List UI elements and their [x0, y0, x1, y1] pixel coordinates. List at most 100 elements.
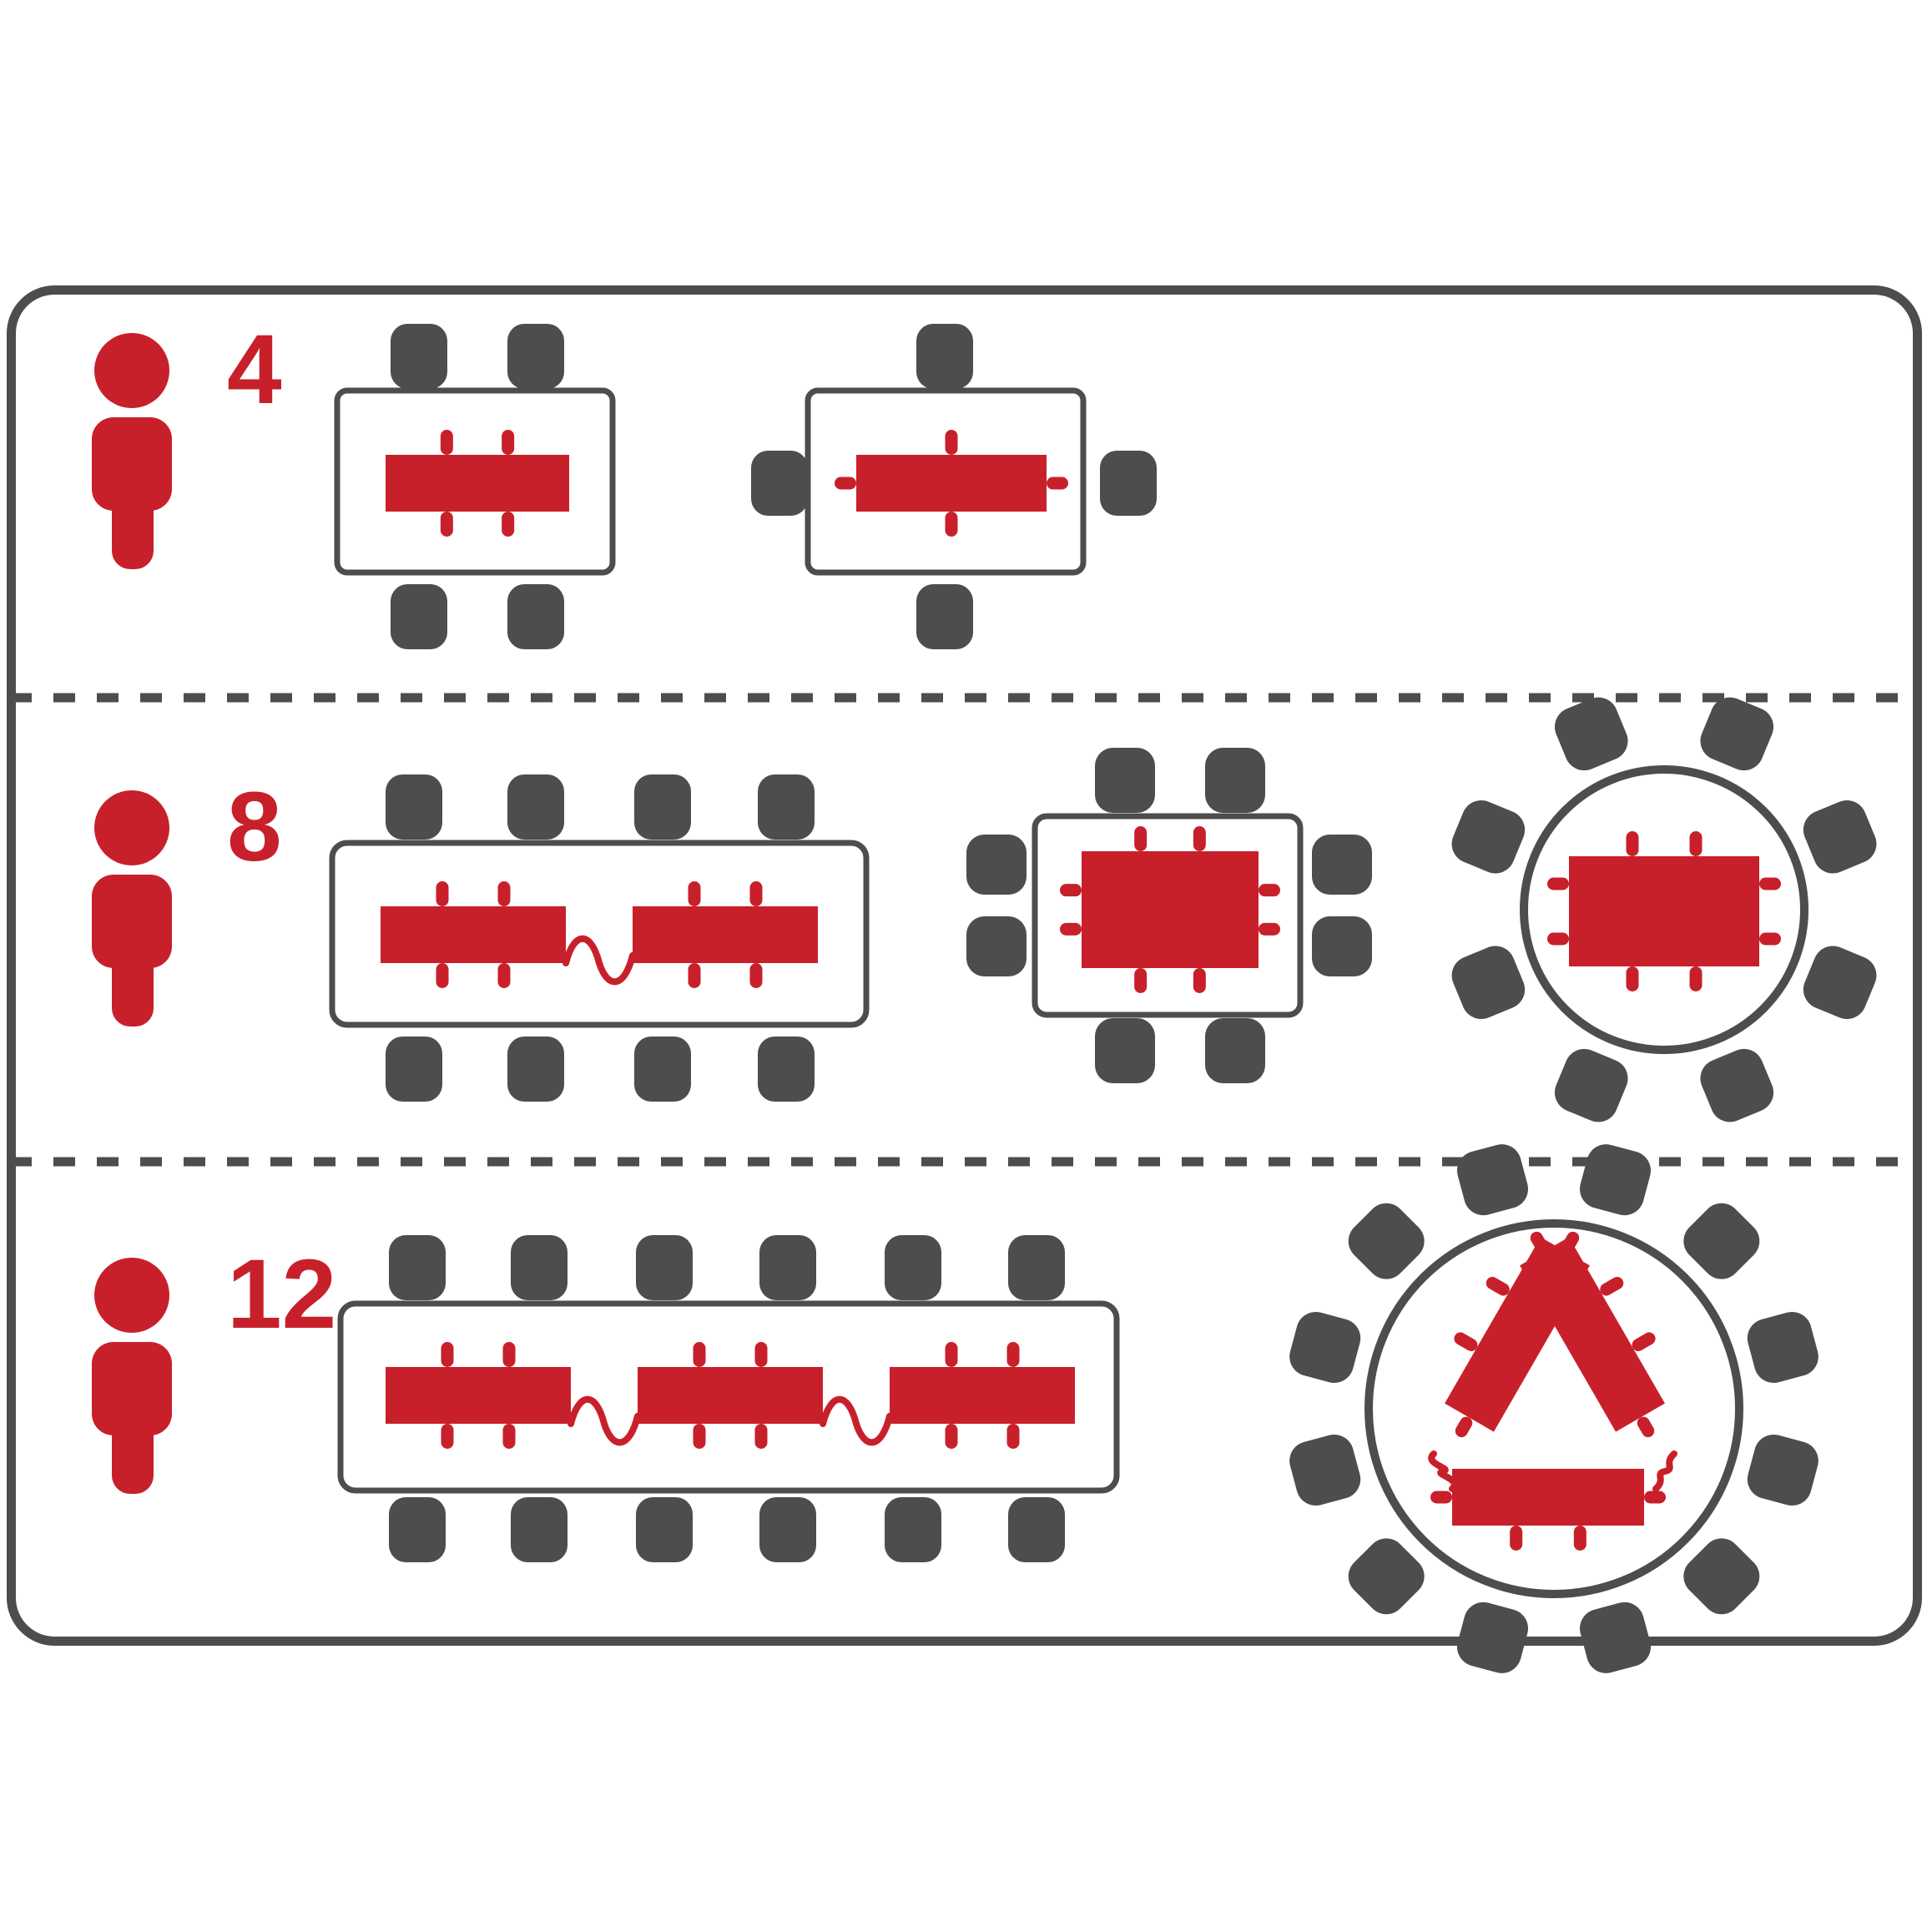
capacity-count-label: 12	[227, 1239, 336, 1349]
table-surface	[1452, 1469, 1644, 1526]
chair-ring-seat	[1456, 1144, 1529, 1216]
person-icon	[92, 790, 172, 1027]
table-peg	[441, 1424, 454, 1449]
table-surface	[1082, 851, 1259, 968]
chair	[634, 1037, 691, 1102]
table-peg	[754, 1342, 768, 1367]
table-unit	[1430, 1469, 1666, 1551]
chair-ring-seat	[1554, 697, 1628, 771]
table-peg	[1259, 884, 1280, 897]
chair-ring-seat	[1700, 1048, 1774, 1122]
chair	[1205, 1018, 1265, 1083]
table-peg	[497, 963, 511, 988]
chair	[634, 774, 691, 840]
chair-ring-seat	[1683, 1538, 1760, 1615]
rectangular-table-4-seats-all-sides	[751, 324, 1157, 649]
table-peg	[945, 1342, 958, 1367]
chair-ring-seat	[1683, 1203, 1760, 1279]
chair	[759, 1235, 816, 1300]
table-surface	[1520, 1237, 1665, 1432]
table-peg	[441, 1342, 454, 1367]
table-peg	[1547, 877, 1569, 890]
table-peg	[1547, 932, 1569, 946]
table-unit	[1547, 831, 1781, 911]
table-unit	[386, 430, 569, 537]
table-unit	[890, 1342, 1075, 1449]
rectangular-table-4-seats-long-sides	[334, 324, 616, 649]
table-unit	[381, 881, 566, 988]
chair	[391, 324, 447, 389]
table-surface	[1569, 856, 1759, 911]
table-peg	[1573, 1526, 1586, 1551]
chair-ring-seat	[1451, 800, 1526, 874]
chair	[758, 774, 815, 840]
chair-ring-seat	[1451, 946, 1526, 1020]
table-peg	[749, 963, 763, 988]
table-surface	[890, 1367, 1075, 1424]
table-peg	[1626, 831, 1639, 856]
chair	[391, 584, 447, 649]
chair	[885, 1497, 941, 1562]
table-peg	[1430, 1491, 1452, 1504]
table-link-connector	[820, 1395, 893, 1446]
chair	[885, 1235, 941, 1300]
table-peg	[1047, 477, 1068, 490]
table-surface	[856, 455, 1047, 512]
table-peg	[945, 512, 958, 537]
table-peg	[1510, 1526, 1523, 1551]
chair	[759, 1497, 816, 1562]
row-4: 4	[92, 315, 1157, 649]
table-peg	[1689, 831, 1702, 856]
chair	[511, 1497, 567, 1562]
chair	[916, 324, 973, 389]
table-link-connector	[567, 1395, 641, 1446]
person-legs-icon	[112, 476, 154, 569]
chair-ring-seat	[1579, 1144, 1652, 1216]
table-peg	[502, 1424, 516, 1449]
person-legs-icon	[112, 933, 154, 1027]
table-peg	[502, 512, 515, 537]
table-peg	[502, 430, 515, 455]
chair-ring-seat	[1747, 1434, 1819, 1506]
chair-ring-seat	[1579, 1602, 1652, 1673]
table-unit	[386, 1342, 571, 1449]
table-peg	[440, 512, 453, 537]
table-peg	[1644, 1491, 1666, 1504]
chair-ring-seat	[1348, 1203, 1425, 1279]
table-peg	[436, 963, 449, 988]
table-peg	[1006, 1424, 1020, 1449]
table-peg	[693, 1342, 706, 1367]
table-link-connector	[1652, 1450, 1677, 1492]
table-peg	[1259, 922, 1280, 936]
chair	[1312, 835, 1372, 895]
person-head-icon	[94, 790, 169, 865]
table-peg	[1530, 1231, 1548, 1253]
chair	[389, 1235, 446, 1300]
table-peg	[1454, 1332, 1478, 1351]
table-peg	[1006, 1342, 1020, 1367]
chair	[758, 1037, 815, 1102]
table-peg	[497, 881, 511, 906]
table-unit	[1520, 1231, 1665, 1438]
row-dividers	[10, 693, 1919, 1167]
chair	[966, 916, 1027, 976]
table-unit	[835, 430, 1068, 537]
long-table-8-seats-two-segments	[329, 774, 870, 1102]
table-peg	[1759, 932, 1781, 946]
table-link-connector	[562, 935, 636, 986]
round-room-12-seats-triangle-tables	[1289, 1144, 1819, 1673]
square-table-8-seats-all-sides	[966, 748, 1372, 1083]
table-surface	[633, 906, 818, 963]
table-peg	[749, 881, 763, 906]
chair	[386, 1037, 442, 1102]
chair	[966, 835, 1027, 895]
table-peg	[436, 881, 449, 906]
row-8: 8	[92, 697, 1877, 1122]
chair-ring-seat	[1456, 1602, 1529, 1673]
chair-ring-seat	[1803, 946, 1877, 1020]
table-surface	[381, 906, 566, 963]
chair	[1095, 748, 1155, 813]
table-peg	[1455, 1416, 1473, 1438]
table-unit	[638, 1342, 823, 1449]
chair-ring-seat	[1348, 1538, 1425, 1615]
